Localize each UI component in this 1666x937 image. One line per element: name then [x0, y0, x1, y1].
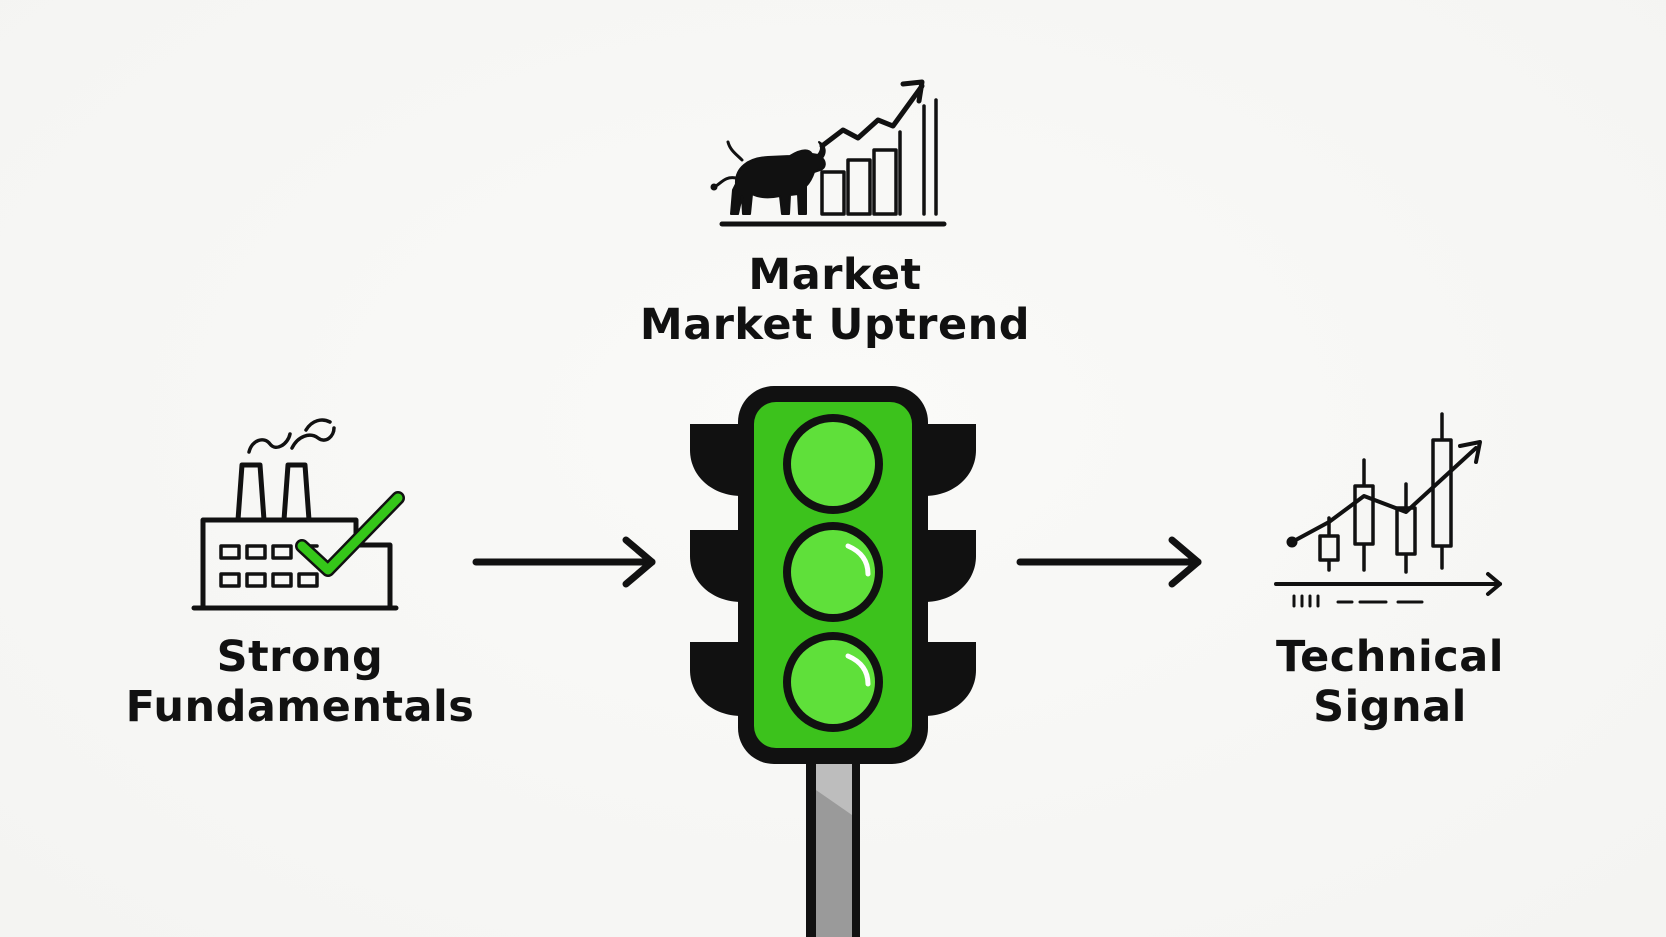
- fundamentals-label: Strong Fundamentals: [100, 632, 500, 732]
- fundamentals-label-line1: Strong: [216, 632, 384, 682]
- arrow-right-1: [472, 536, 656, 588]
- market-label-line2: Market Uptrend: [639, 300, 1031, 350]
- technical-label: Technical Signal: [1240, 632, 1540, 732]
- market-label-line1: Market: [748, 250, 922, 300]
- traffic-light-icon: [690, 386, 976, 937]
- candlestick-uptrend-icon: [1274, 412, 1502, 608]
- bull-uptrend-chart-icon: [710, 79, 947, 227]
- fundamentals-label-line2: Fundamentals: [125, 682, 475, 732]
- arrow-right-2: [1016, 536, 1202, 588]
- technical-label-line1: Technical: [1276, 632, 1504, 682]
- market-label: Market Market Uptrend: [600, 250, 1070, 350]
- technical-label-line2: Signal: [1313, 682, 1467, 732]
- factory-checkmark-icon: [191, 418, 405, 611]
